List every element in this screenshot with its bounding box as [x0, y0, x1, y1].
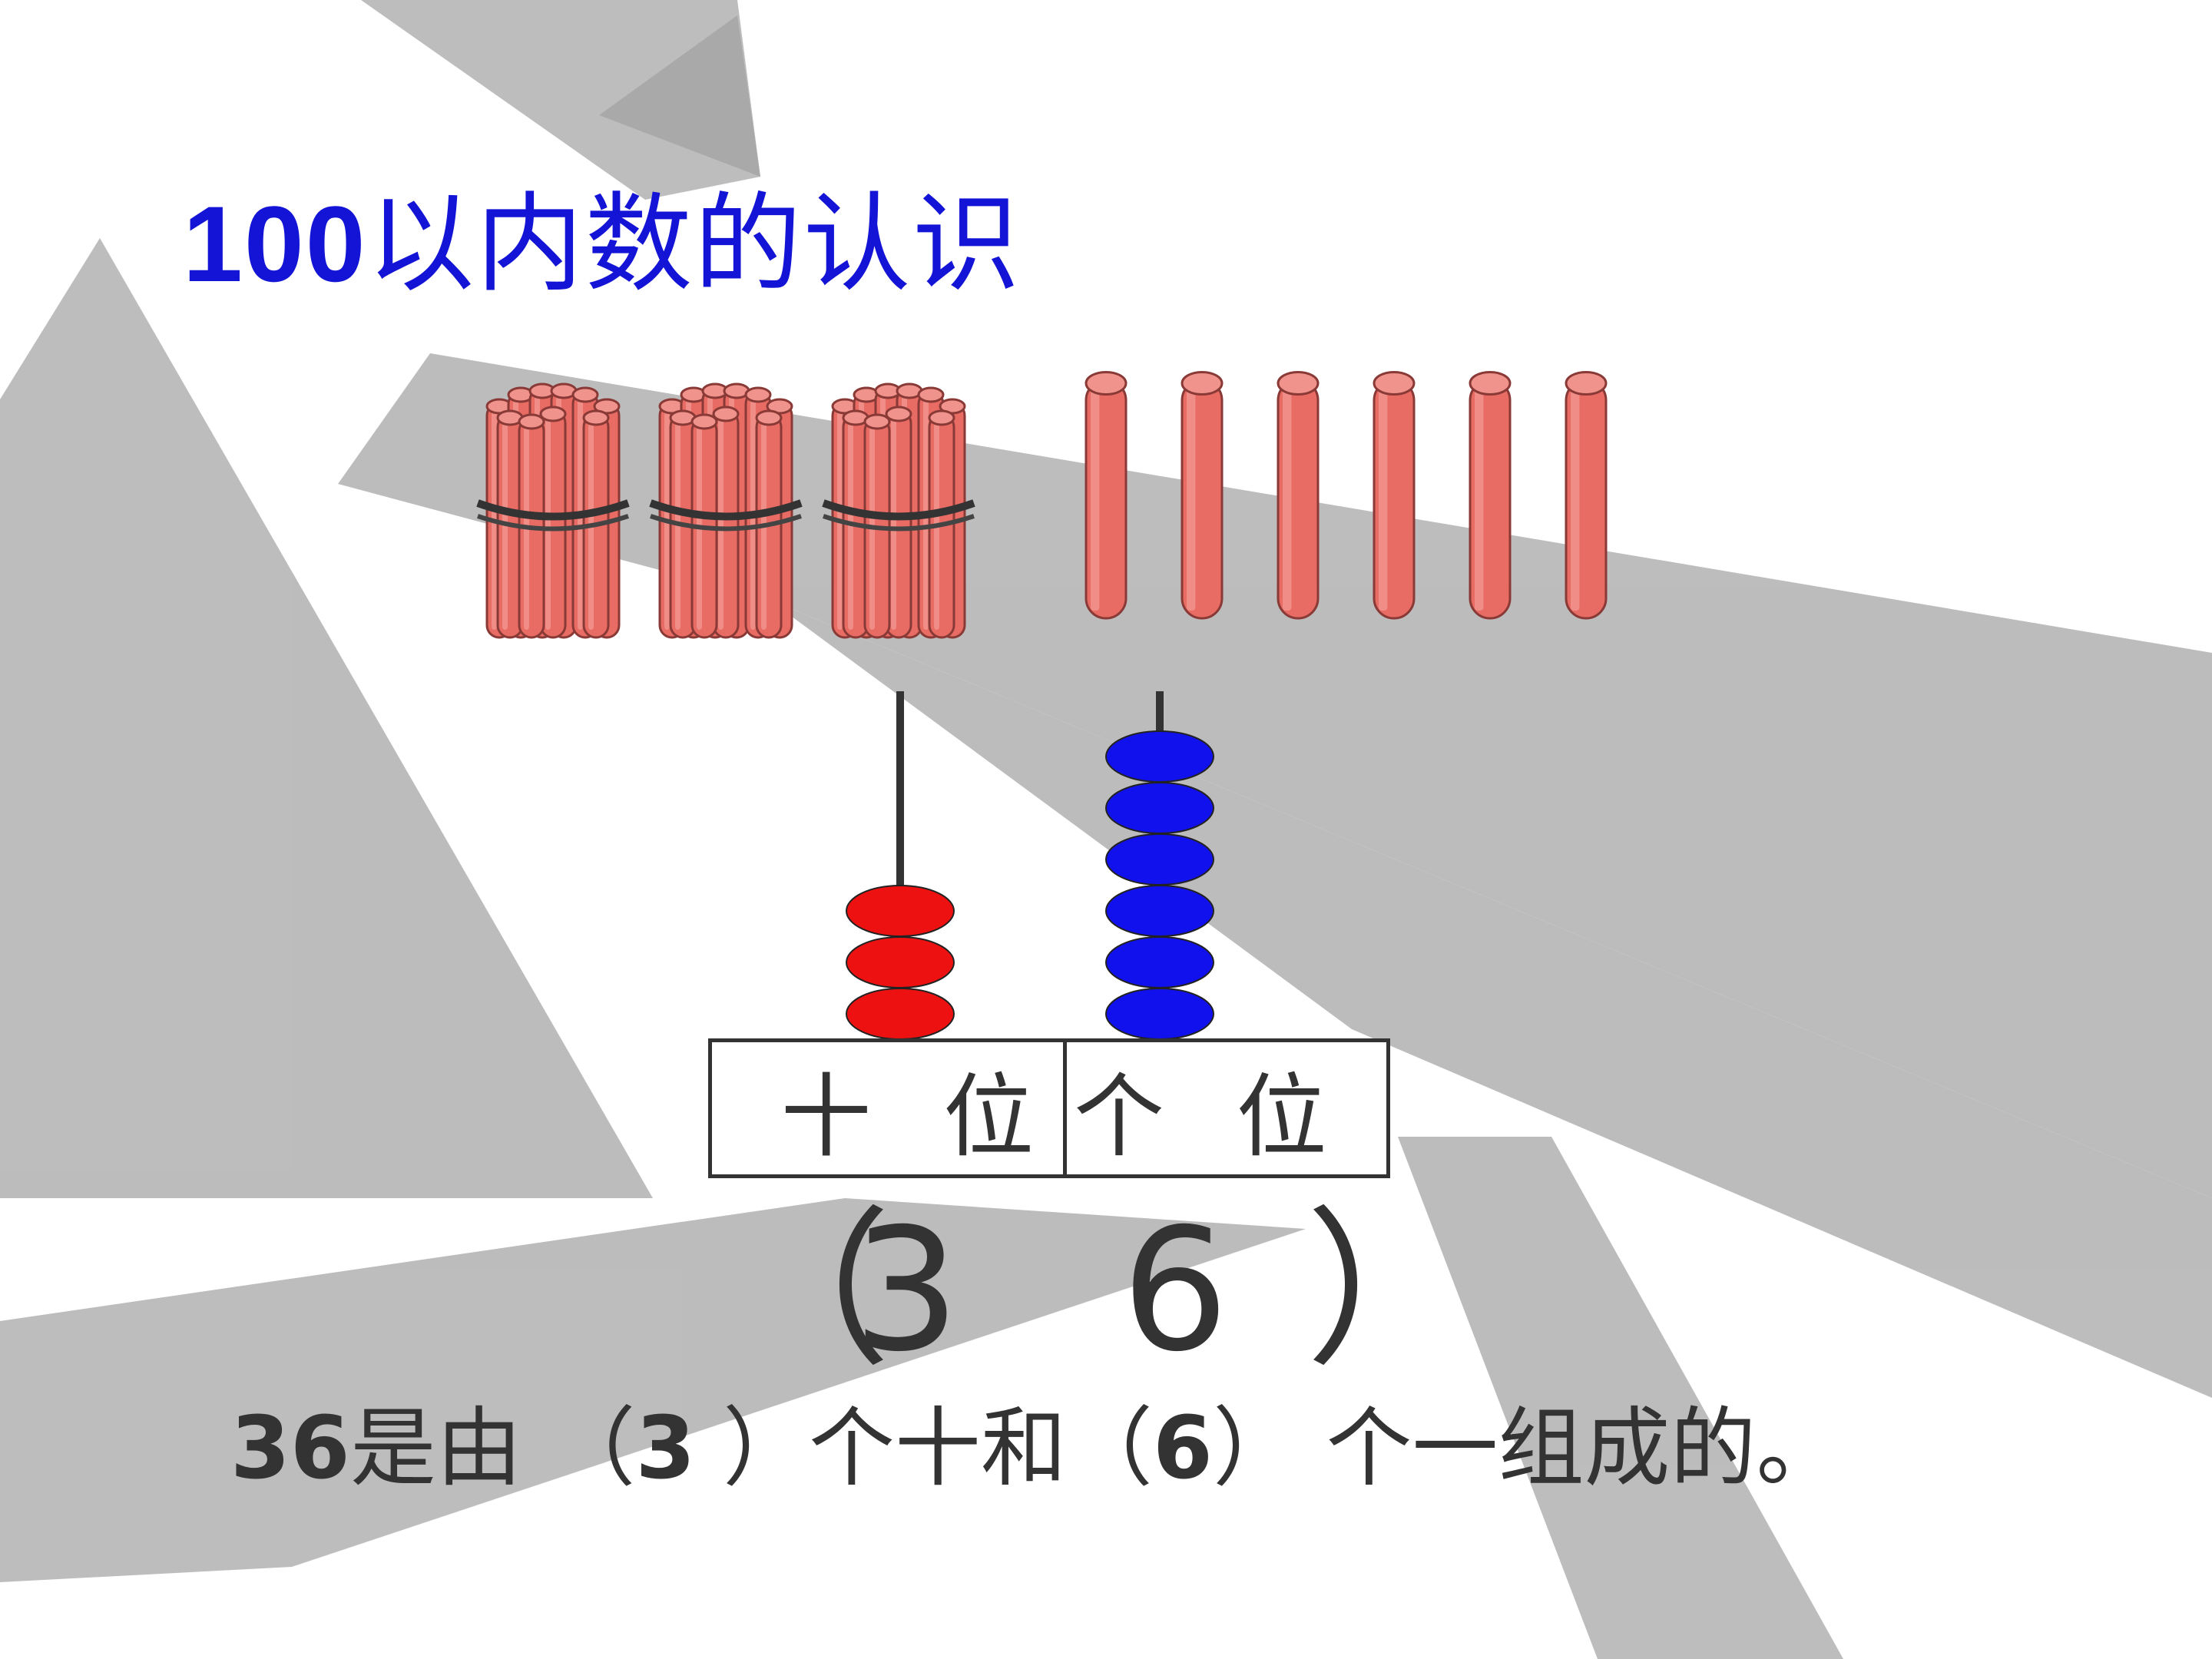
single-stick	[1084, 370, 1128, 620]
stick-bundle-of-ten	[649, 382, 803, 639]
sentence-tens: 3	[635, 1399, 696, 1498]
sentence-part2: ）个十和（	[695, 1399, 1154, 1498]
tens-digit: 3	[853, 1192, 960, 1389]
page-title: 100以内数的认识	[183, 190, 1022, 298]
conclusion-sentence: 36是由 （3 ）个十和（6） 个一组成的。	[230, 1406, 1843, 1492]
tens-place-label: 十 位	[712, 1042, 1067, 1174]
tens-bead	[846, 988, 955, 1040]
open-paren: （	[722, 1192, 892, 1389]
tens-rod	[846, 691, 955, 1040]
stick-bundle-of-ten	[822, 382, 975, 639]
single-stick	[1277, 370, 1320, 620]
ones-bead	[1105, 782, 1214, 834]
sentence-number: 36	[230, 1399, 350, 1498]
title-text: 以内数的认识	[366, 184, 1022, 304]
place-value-table: 十 位 个 位	[708, 1038, 1390, 1178]
bg-shape	[338, 353, 2212, 1198]
sentence-part1: 是由 （	[349, 1399, 636, 1498]
bg-shape	[361, 0, 760, 200]
bg-shape	[0, 1198, 1306, 1582]
ones-rod	[1105, 691, 1214, 1040]
bg-shape	[1398, 1137, 1843, 1659]
single-stick	[1565, 370, 1608, 620]
ones-digit: 6	[1121, 1192, 1229, 1389]
title-number: 100	[183, 184, 367, 304]
ones-bead	[1105, 885, 1214, 937]
sentence-part3: ） 个一组成的。	[1212, 1399, 1843, 1498]
close-paren: ）	[1306, 1192, 1475, 1389]
ones-bead	[1105, 936, 1214, 988]
ones-bead	[1105, 988, 1214, 1040]
sentence-ones: 6	[1153, 1399, 1213, 1498]
tens-bead	[846, 936, 955, 988]
ones-bead	[1105, 833, 1214, 886]
ones-place-label: 个 位	[1073, 1063, 1349, 1170]
stick-bundle-of-ten	[476, 382, 630, 639]
single-stick	[1181, 370, 1224, 620]
ones-bead	[1105, 730, 1214, 783]
single-stick	[1373, 370, 1416, 620]
bg-shape	[0, 238, 653, 1198]
single-stick	[1469, 370, 1512, 620]
tens-bead	[846, 885, 955, 937]
